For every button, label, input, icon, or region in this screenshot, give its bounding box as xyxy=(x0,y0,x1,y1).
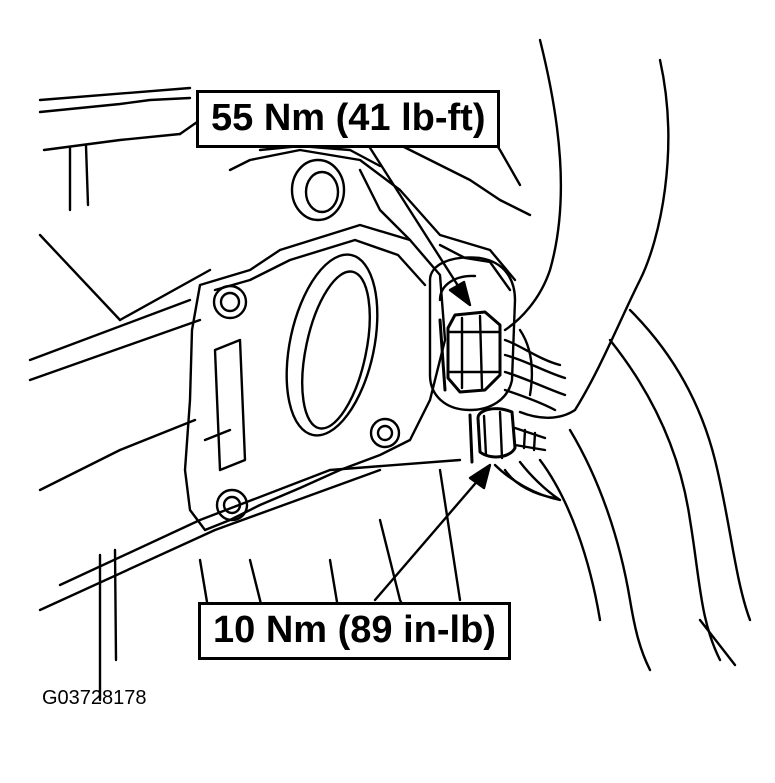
upper-housing xyxy=(228,118,532,292)
lower-bolt xyxy=(468,407,562,502)
upper-leader-line xyxy=(363,138,464,294)
bolt-boss xyxy=(428,256,517,412)
coolant-hose xyxy=(503,38,670,419)
upper-arrowhead xyxy=(448,280,472,307)
lower-bolt-torque-label: 10 Nm (89 in-lb) xyxy=(198,602,511,660)
lower-arrowhead xyxy=(468,463,492,490)
upper-bolt-torque-label: 55 Nm (41 lb-ft) xyxy=(196,90,501,148)
upper-bolt xyxy=(438,310,502,394)
leader-arrows xyxy=(363,138,492,602)
lower-leader-line xyxy=(373,476,482,602)
figure-id: G03728178 xyxy=(42,687,147,709)
right-tubes xyxy=(538,308,752,672)
bolt-holes xyxy=(212,158,401,522)
manifold-flange xyxy=(183,223,447,532)
